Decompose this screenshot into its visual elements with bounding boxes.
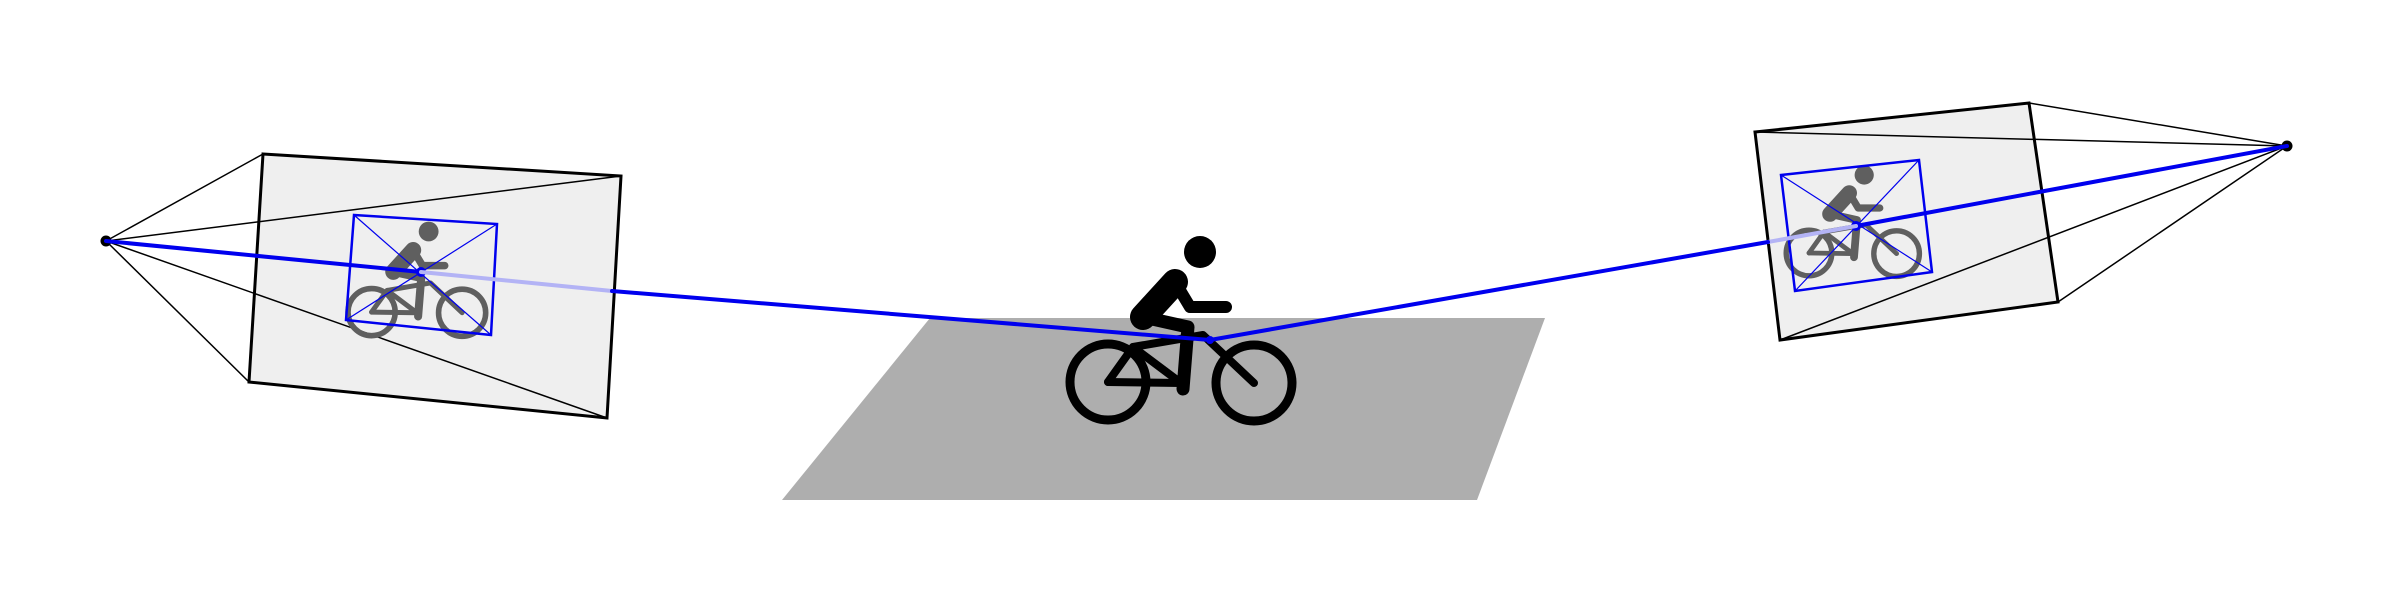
ray-intersection-point (1206, 336, 1214, 344)
right-ray-occluded (1766, 224, 1858, 244)
left-ray-front (104, 239, 423, 274)
right-ray-world (1208, 240, 1770, 342)
left-ray-world (610, 289, 1212, 342)
right-frustum-lines (1754, 102, 2288, 341)
left-camera (100, 152, 623, 420)
right-camera (1753, 101, 2293, 342)
back-projection-rays (104, 144, 2289, 342)
ground-plane (782, 318, 1545, 500)
right-ray-front (1854, 144, 2289, 228)
left-ray-occluded (419, 270, 614, 293)
